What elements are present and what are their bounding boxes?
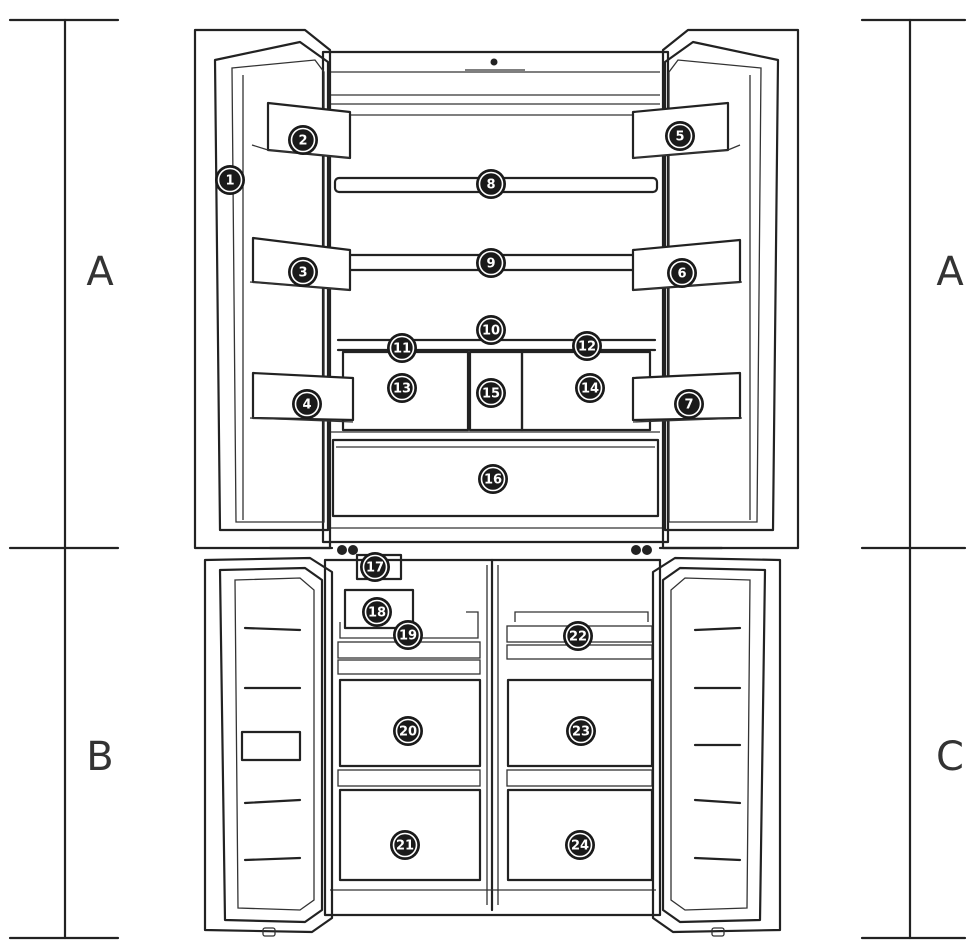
- callout-18: 18: [362, 597, 392, 627]
- callout-11: 11: [387, 333, 417, 363]
- callout-number: 13: [393, 382, 411, 397]
- callout-4: 4: [292, 389, 322, 419]
- callout-number: 20: [399, 725, 417, 740]
- callout-number: 6: [677, 267, 686, 282]
- callout-number: 2: [298, 134, 307, 149]
- callout-10: 10: [476, 315, 506, 345]
- callout-8: 8: [476, 169, 506, 199]
- callout-number: 10: [482, 324, 500, 339]
- callout-number: 1: [225, 174, 234, 189]
- callout-number: 17: [366, 561, 384, 576]
- callout-20: 20: [393, 716, 423, 746]
- label-a-left: A: [86, 249, 114, 295]
- callout-number: 21: [396, 839, 414, 854]
- callout-number: 11: [393, 342, 411, 357]
- label-a-right: A: [936, 249, 964, 295]
- bracket-left: [8, 18, 120, 940]
- light-icon: [490, 58, 498, 66]
- callout-15: 15: [476, 378, 506, 408]
- callout-3: 3: [288, 257, 318, 287]
- callout-17: 17: [360, 552, 390, 582]
- callout-number: 18: [368, 606, 386, 621]
- label-c: C: [936, 734, 964, 780]
- callout-number: 22: [569, 630, 587, 645]
- callout-number: 16: [484, 473, 502, 488]
- callout-number: 5: [675, 130, 684, 145]
- callout-13: 13: [387, 373, 417, 403]
- callout-number: 12: [578, 340, 596, 355]
- callout-number: 8: [486, 178, 495, 193]
- callout-19: 19: [393, 620, 423, 650]
- callout-1: 1: [215, 165, 245, 195]
- callout-number: 4: [302, 398, 311, 413]
- callout-number: 19: [399, 629, 417, 644]
- callout-22: 22: [563, 621, 593, 651]
- callout-9: 9: [476, 248, 506, 278]
- callout-7: 7: [674, 389, 704, 419]
- callout-number: 9: [486, 257, 495, 272]
- label-b: B: [86, 734, 113, 780]
- callout-number: 3: [298, 266, 307, 281]
- callout-21: 21: [390, 830, 420, 860]
- callout-number: 23: [572, 725, 590, 740]
- callout-6: 6: [667, 258, 697, 288]
- callout-number: 7: [684, 398, 693, 413]
- callout-2: 2: [288, 125, 318, 155]
- callout-24: 24: [565, 830, 595, 860]
- freezer-compartment: [203, 553, 782, 937]
- callout-number: 15: [482, 387, 500, 402]
- callout-5: 5: [665, 121, 695, 151]
- callout-12: 12: [572, 331, 602, 361]
- callout-23: 23: [566, 716, 596, 746]
- callout-number: 24: [571, 839, 589, 854]
- bracket-right: [860, 18, 967, 940]
- callout-14: 14: [575, 373, 605, 403]
- callout-number: 14: [581, 382, 599, 397]
- callout-16: 16: [478, 464, 508, 494]
